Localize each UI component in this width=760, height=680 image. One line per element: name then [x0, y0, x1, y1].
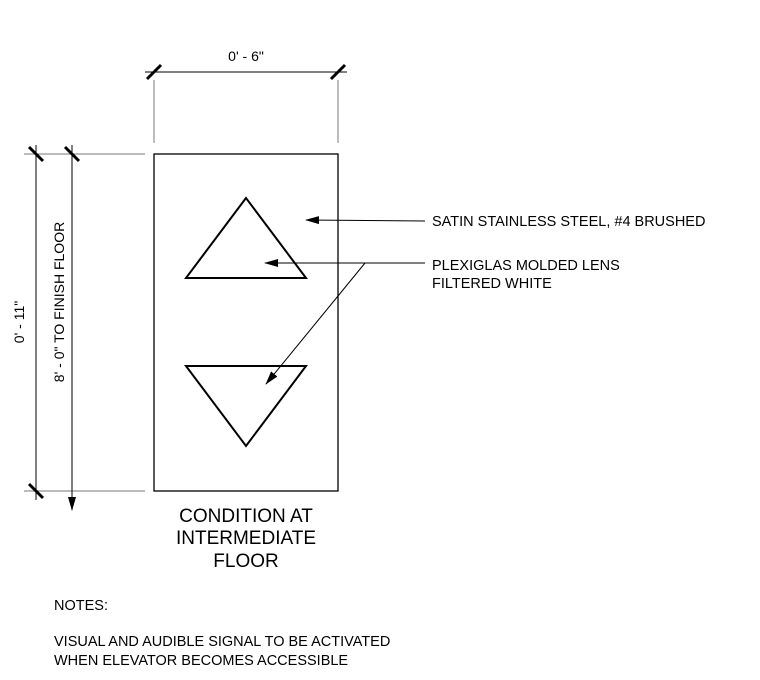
steel-leader — [305, 216, 426, 225]
height-tick-top — [27, 145, 45, 163]
height-dimension-label: 0' - 11" — [11, 301, 27, 343]
condition-caption-line-2: INTERMEDIATE — [176, 528, 316, 549]
width-dimension: 0' - 6" — [145, 48, 347, 143]
width-dimension-label: 0' - 6" — [228, 48, 264, 64]
width-tick-right — [329, 63, 347, 81]
lantern-faceplate — [153, 153, 339, 492]
down-arrow-lens-icon — [184, 365, 308, 448]
condition-caption-line-3: FLOOR — [213, 551, 278, 572]
height-dimension: 0' - 11" — [11, 145, 145, 500]
steel-callout: SATIN STAINLESS STEEL, #4 BRUSHED — [432, 214, 705, 230]
mounting-height-label: 8' - 0" TO FINISH FLOOR — [51, 222, 67, 382]
mounting-tick-top — [63, 145, 81, 163]
notes-heading: NOTES: — [54, 598, 108, 614]
condition-caption-line-1: CONDITION AT — [179, 506, 313, 527]
mounting-height-dimension: 8' - 0" TO FINISH FLOOR — [51, 145, 81, 511]
notes-line-2: WHEN ELEVATOR BECOMES ACCESSIBLE — [54, 653, 348, 669]
width-tick-left — [145, 63, 163, 81]
notes-line-1: VISUAL AND AUDIBLE SIGNAL TO BE ACTIVATE… — [54, 634, 390, 650]
lens-leader-down — [265, 262, 366, 385]
height-tick-bottom — [27, 482, 45, 500]
lens-callout-line-2: FILTERED WHITE — [432, 276, 552, 292]
up-arrow-lens-icon — [184, 196, 308, 279]
lens-callout-line-1: PLEXIGLAS MOLDED LENS — [432, 258, 620, 274]
